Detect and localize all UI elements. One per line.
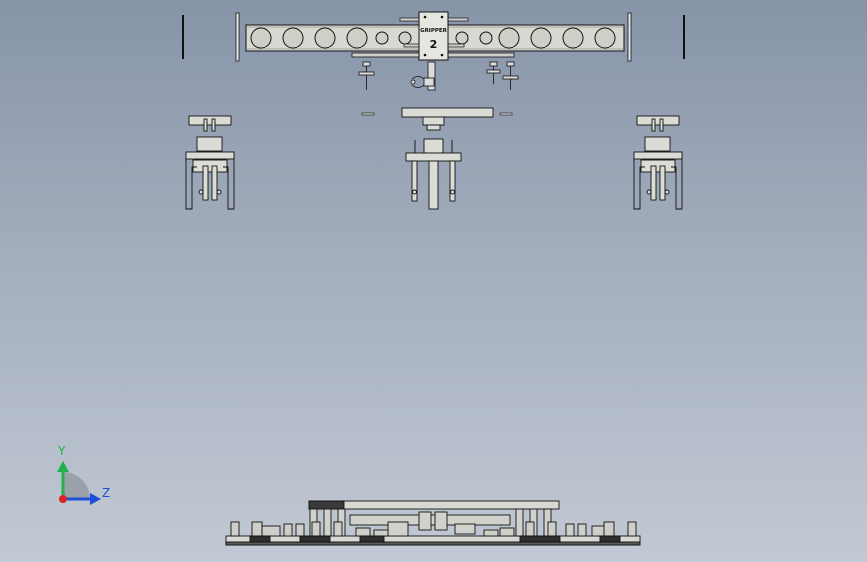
guard-bar-left-inner (235, 12, 240, 62)
spacer-right (499, 112, 513, 116)
beam-holes (250, 27, 616, 49)
gripper-right[interactable] (633, 115, 683, 210)
gripper-label-plate[interactable] (418, 11, 449, 61)
base-uprights (309, 508, 552, 537)
base-dark-blocks (249, 535, 621, 543)
guard-bar-left-outer (182, 15, 184, 59)
triad-y-arrow (57, 461, 69, 472)
spacer-left (361, 112, 375, 116)
triad-plane-indicator (63, 472, 90, 499)
gripper-center[interactable] (401, 107, 494, 210)
base-clamps (230, 521, 637, 537)
hanging-bolts (358, 61, 519, 91)
guard-bar-right-inner (627, 12, 632, 62)
gripper-left[interactable] (185, 115, 235, 210)
gripper-label-text: GRIPPER (420, 28, 448, 34)
base-assembly[interactable] (225, 500, 641, 546)
triad-z-arrow (90, 493, 101, 505)
triad-y-label: Y (57, 444, 66, 458)
top-beam-assembly[interactable]: GRIPPER 2 (182, 11, 685, 91)
triad-origin (59, 495, 67, 503)
triad-z-label: Z (102, 486, 110, 500)
view-orientation-triad[interactable]: Y Z (57, 444, 110, 505)
gripper-number-text: 2 (430, 38, 438, 51)
guard-bar-right-outer (683, 15, 685, 59)
